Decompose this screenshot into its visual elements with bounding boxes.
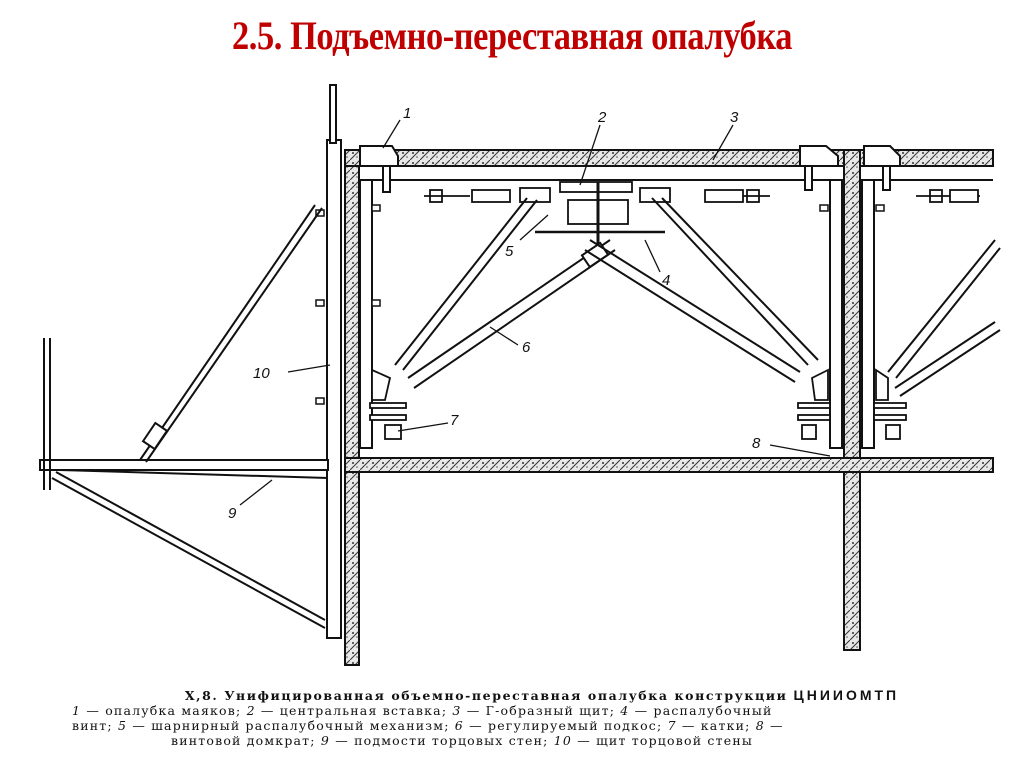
callout-4: 4 <box>662 272 670 289</box>
callout-7: 7 <box>450 412 459 429</box>
caption-heading: X,8. Унифицированная объемно-переставная… <box>72 687 1012 704</box>
screw-row <box>424 181 980 245</box>
right-braces <box>887 239 1001 397</box>
callout-3: 3 <box>730 109 739 126</box>
callout-9: 9 <box>228 505 237 522</box>
callout-labels: 1 2 3 4 5 6 7 8 9 10 <box>228 105 761 522</box>
figure-caption: X,8. Унифицированная объемно-переставная… <box>72 687 1012 749</box>
callout-2: 2 <box>597 109 607 126</box>
floor-slab <box>344 457 994 473</box>
caption-title: Унифицированная объемно-переставная опал… <box>224 688 788 703</box>
callout-leaders <box>239 119 831 506</box>
diagonal-braces <box>394 197 819 389</box>
caption-organization: ЦНИИОМТП <box>793 687 900 703</box>
callout-10: 10 <box>253 365 270 382</box>
middle-wall <box>819 149 885 651</box>
beacon-clamps <box>359 145 901 193</box>
legend-line-1: 1 — опалубка маяков; 2 — центральная вст… <box>72 703 773 718</box>
end-wall-shield <box>315 84 342 639</box>
legend-line-3: винтовой домкрат; 9 — подмости торцовых … <box>170 733 754 748</box>
left-wall <box>344 149 360 666</box>
inner-left-panel <box>359 179 381 449</box>
callout-6: 6 <box>522 339 531 356</box>
callout-8: 8 <box>752 435 761 452</box>
rollers <box>369 368 907 440</box>
callout-1: 1 <box>403 105 411 122</box>
figure-number: X,8. <box>184 688 219 703</box>
slide-title: 2.5. Подъемно-переставная опалубка <box>232 13 792 58</box>
end-wall-scaffold <box>39 204 329 629</box>
legend-line-2: винт; 5 — шарнирный распалубочный механи… <box>72 718 784 733</box>
callout-5: 5 <box>505 243 514 260</box>
